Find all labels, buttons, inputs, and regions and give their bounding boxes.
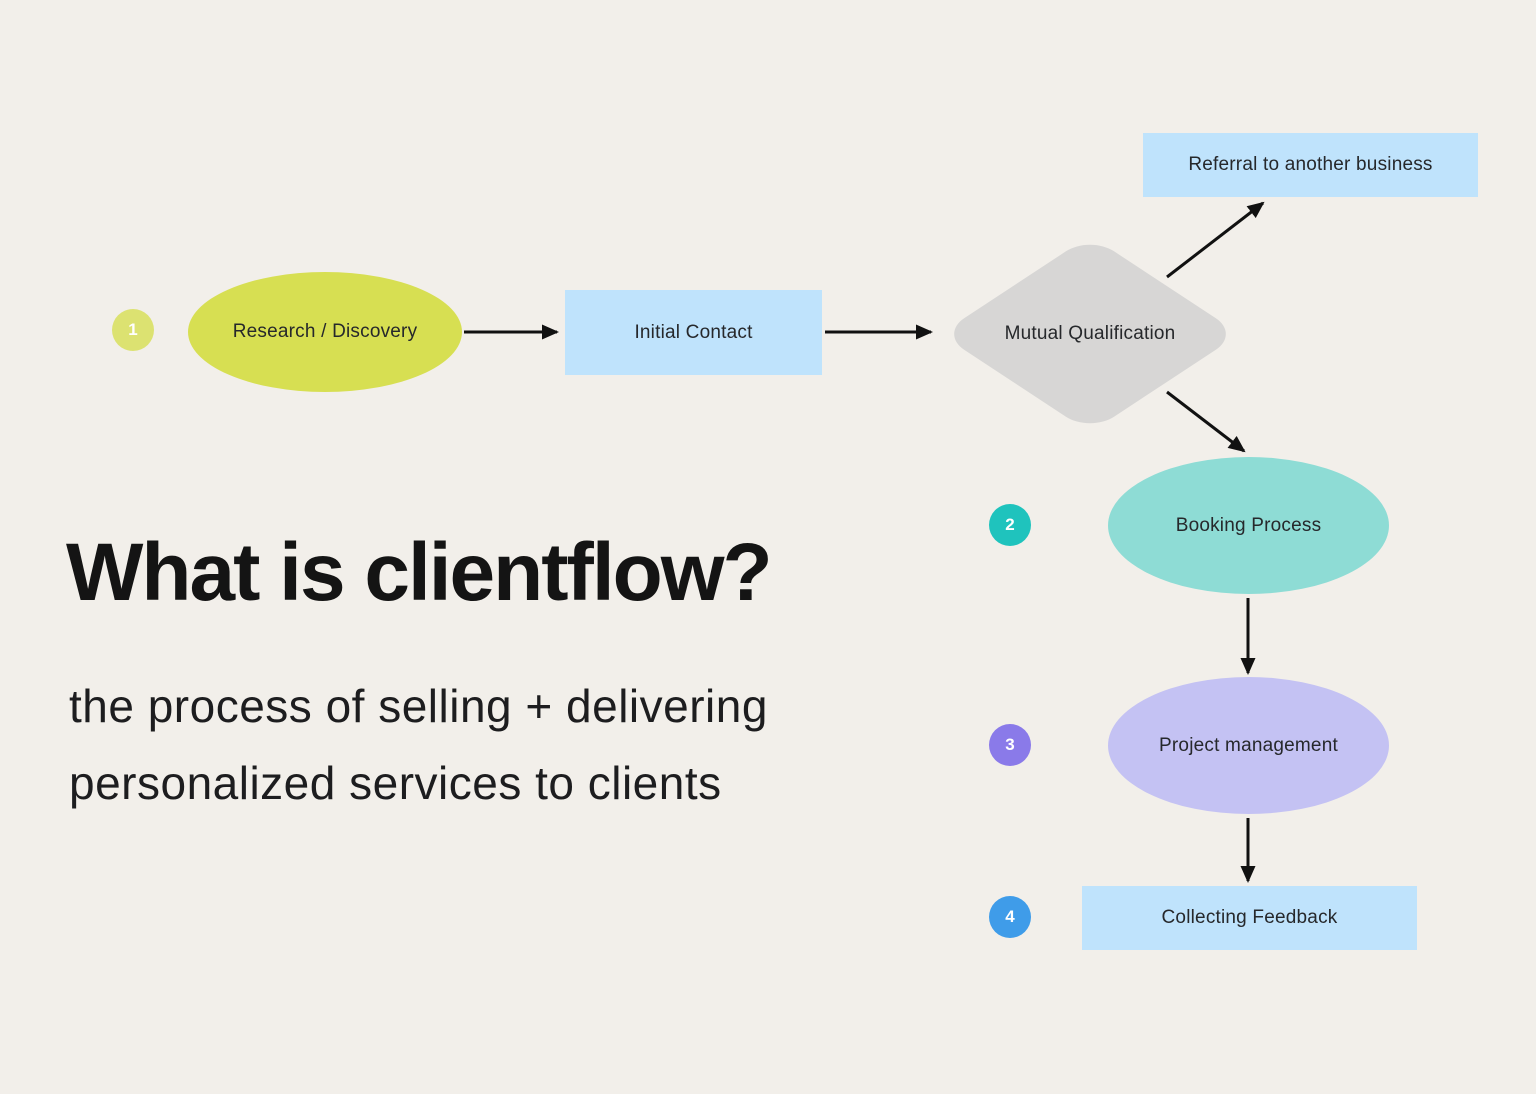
step-badge-2-number: 2 — [1005, 515, 1015, 534]
subtitle-line-2: personalized services to clients — [69, 757, 722, 810]
node-booking-process: Booking Process — [1108, 457, 1389, 594]
step-badge-1: 1 — [112, 309, 154, 351]
node-referral-label: Referral to another business — [1188, 154, 1433, 175]
step-badge-2: 2 — [989, 504, 1031, 546]
subtitle-line-1: the process of selling + delivering — [69, 680, 768, 732]
node-project-management: Project management — [1108, 677, 1389, 814]
node-initial-contact-label: Initial Contact — [634, 321, 753, 343]
node-research-discovery: Research / Discovery — [188, 272, 462, 392]
node-referral: Referral to another business — [1143, 133, 1478, 197]
node-project-management-label: Project management — [1159, 734, 1338, 756]
step-badge-3-number: 3 — [1005, 735, 1015, 754]
step-badge-1-number: 1 — [128, 320, 138, 339]
step-badge-3: 3 — [989, 724, 1031, 766]
node-collecting-feedback: Collecting Feedback — [1082, 886, 1417, 950]
page-title: What is clientflow? — [66, 527, 773, 618]
node-mutual-qualification-label: Mutual Qualification — [1004, 322, 1176, 344]
step-badge-4-number: 4 — [1005, 907, 1015, 926]
step-badge-4: 4 — [989, 896, 1031, 938]
node-mutual-qualification: Mutual Qualification — [940, 235, 1240, 432]
node-collecting-feedback-label: Collecting Feedback — [1161, 907, 1338, 928]
page-subtitle: the process of selling + delivering pers… — [69, 668, 768, 823]
node-research-discovery-label: Research / Discovery — [232, 321, 418, 342]
node-booking-process-label: Booking Process — [1175, 514, 1322, 536]
node-initial-contact: Initial Contact — [565, 290, 822, 375]
